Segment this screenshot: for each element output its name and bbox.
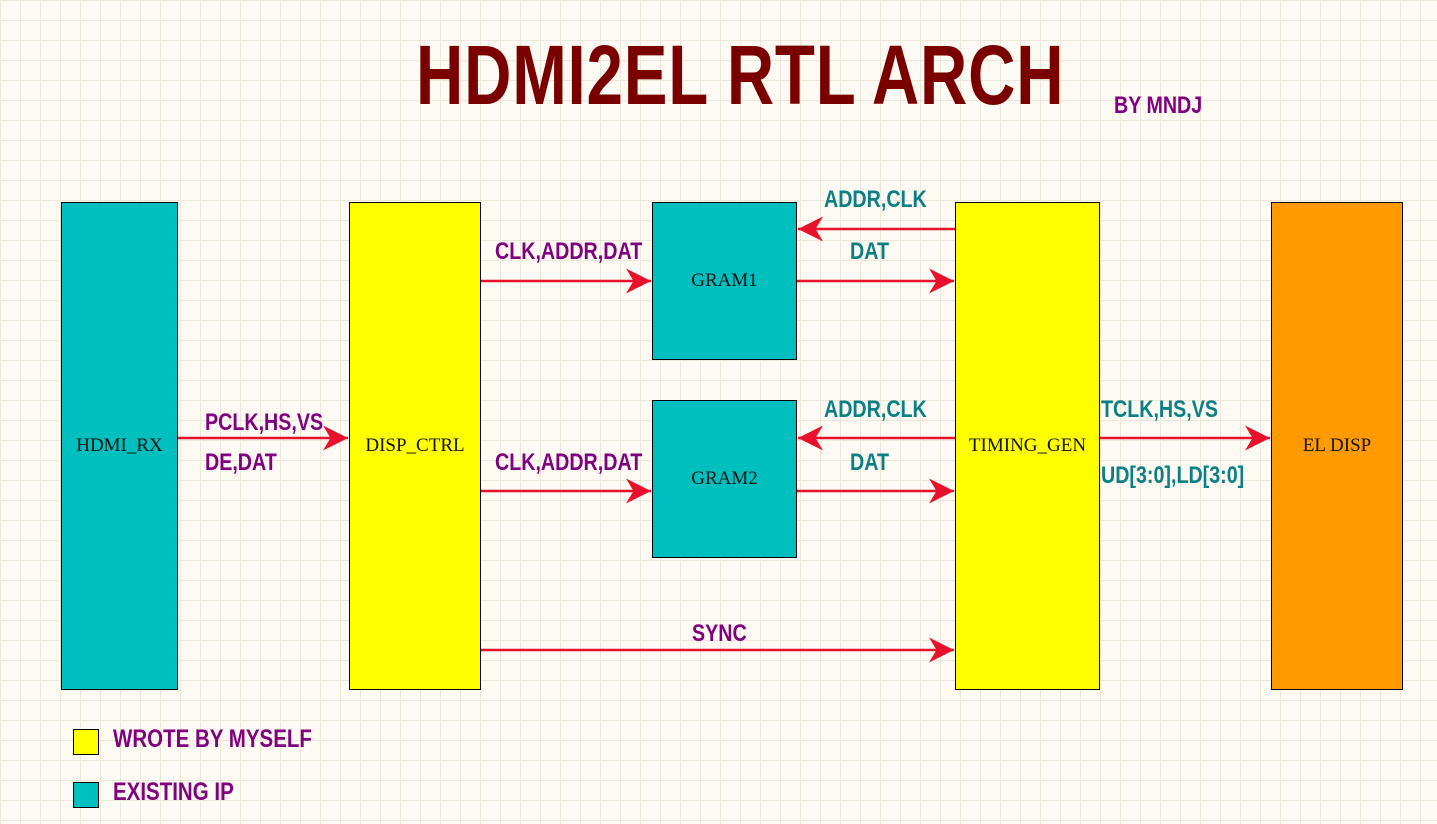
- block-el-disp-label: EL DISP: [1302, 435, 1372, 456]
- legend-label-existing: EXISTING IP: [113, 778, 234, 806]
- signal-label-rx-ctrl-1: PCLK,HS,VS: [205, 409, 324, 436]
- block-gram1: GRAM1: [652, 202, 797, 360]
- signal-label-sync: SYNC: [692, 620, 747, 647]
- signal-label-ctrl-gram1: CLK,ADDR,DAT: [495, 238, 643, 265]
- block-gram1-label: GRAM1: [691, 270, 758, 291]
- block-gram2: GRAM2: [652, 400, 797, 558]
- block-hdmi-rx-label: HDMI_RX: [76, 435, 163, 456]
- legend-swatch-existing: [73, 782, 99, 808]
- block-el-disp: EL DISP: [1271, 202, 1403, 690]
- signal-label-tg-disp-2: UD[3:0],LD[3:0]: [1101, 462, 1245, 489]
- author-label: BY MNDJ: [1114, 92, 1203, 119]
- signal-label-tg-disp-1: TCLK,HS,VS: [1101, 396, 1219, 423]
- block-disp-ctrl: DISP_CTRL: [349, 202, 481, 690]
- block-hdmi-rx: HDMI_RX: [61, 202, 178, 690]
- block-disp-ctrl-label: DISP_CTRL: [365, 435, 465, 456]
- block-gram2-label: GRAM2: [691, 468, 758, 489]
- signal-label-gram2-tg: DAT: [850, 449, 889, 476]
- signal-label-tg-gram1: ADDR,CLK: [824, 186, 927, 213]
- legend-swatch-own: [73, 729, 99, 755]
- block-timing-gen: TIMING_GEN: [955, 202, 1100, 690]
- signal-label-gram1-tg: DAT: [850, 238, 889, 265]
- signal-label-rx-ctrl-2: DE,DAT: [205, 449, 277, 476]
- legend-label-own: WROTE BY MYSELF: [113, 725, 312, 753]
- signal-label-ctrl-gram2: CLK,ADDR,DAT: [495, 449, 643, 476]
- signal-label-tg-gram2: ADDR,CLK: [824, 396, 927, 423]
- block-timing-gen-label: TIMING_GEN: [968, 435, 1087, 456]
